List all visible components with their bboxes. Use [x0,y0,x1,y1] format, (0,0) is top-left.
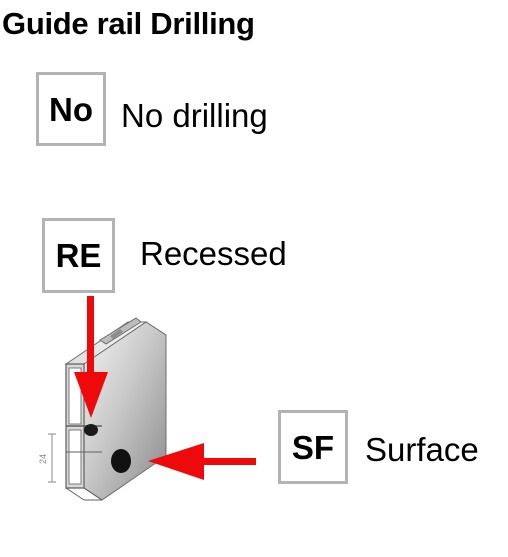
page-title: Guide rail Drilling [2,6,255,41]
option-label-recessed: Recessed [140,235,287,272]
option-label-surface: Surface [365,431,479,468]
option-label-no-drilling: No drilling [121,97,268,134]
code-badge-recessed: RE [42,218,115,293]
recessed-arrow-icon [74,296,108,418]
guide-rail-profile: 24 [38,317,167,501]
surface-arrow-icon [148,443,256,480]
dimension-label: 24 [38,454,48,464]
code-badge-no: No [36,72,106,146]
code-badge-surface: SF [278,410,348,484]
